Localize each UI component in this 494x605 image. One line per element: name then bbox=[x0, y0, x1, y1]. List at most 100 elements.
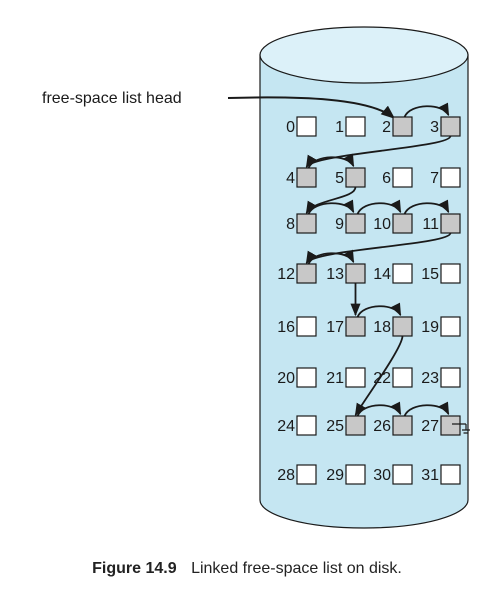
block-number: 13 bbox=[326, 266, 344, 283]
allocated-block bbox=[345, 116, 366, 137]
block-number: 4 bbox=[286, 170, 295, 187]
allocated-block bbox=[296, 316, 317, 337]
block-0: 0 bbox=[286, 116, 317, 137]
allocated-block bbox=[345, 464, 366, 485]
allocated-block bbox=[392, 167, 413, 188]
block-31: 31 bbox=[421, 464, 461, 485]
link-arrow-25-to-26 bbox=[356, 401, 402, 417]
free-block bbox=[296, 213, 317, 234]
allocated-block bbox=[345, 367, 366, 388]
cylinder-top bbox=[259, 26, 469, 84]
block-7: 7 bbox=[430, 167, 461, 188]
block-14: 14 bbox=[373, 263, 413, 284]
block-number: 24 bbox=[277, 418, 295, 435]
list-head-pointer: free-space list head bbox=[42, 90, 396, 119]
block-number: 31 bbox=[421, 467, 439, 484]
block-number: 8 bbox=[286, 216, 295, 233]
free-block bbox=[392, 116, 413, 137]
block-18: 18 bbox=[373, 316, 413, 337]
block-20: 20 bbox=[277, 367, 317, 388]
allocated-block bbox=[392, 367, 413, 388]
allocated-block bbox=[440, 464, 461, 485]
free-block bbox=[440, 415, 461, 436]
block-9: 9 bbox=[335, 213, 366, 234]
block-2: 2 bbox=[382, 116, 413, 137]
block-number: 25 bbox=[326, 418, 344, 435]
block-11: 11 bbox=[422, 213, 461, 234]
block-number: 26 bbox=[373, 418, 391, 435]
list-head-label: free-space list head bbox=[42, 90, 182, 107]
block-number: 9 bbox=[335, 216, 344, 233]
block-4: 4 bbox=[286, 167, 317, 188]
block-23: 23 bbox=[421, 367, 461, 388]
block-number: 18 bbox=[373, 319, 391, 336]
block-16: 16 bbox=[277, 316, 317, 337]
block-21: 21 bbox=[326, 367, 366, 388]
allocated-block bbox=[296, 464, 317, 485]
free-list-links bbox=[305, 102, 452, 417]
block-12: 12 bbox=[277, 263, 317, 284]
figure-caption: Figure 14.9 Linked free-space list on di… bbox=[0, 560, 494, 578]
block-25: 25 bbox=[326, 415, 366, 436]
link-arrow-26-to-27 bbox=[403, 401, 450, 417]
allocated-block bbox=[392, 464, 413, 485]
block-number: 21 bbox=[326, 370, 344, 387]
block-10: 10 bbox=[373, 213, 413, 234]
allocated-block bbox=[296, 367, 317, 388]
block-number: 29 bbox=[326, 467, 344, 484]
free-block bbox=[345, 167, 366, 188]
block-27: 27 bbox=[421, 415, 461, 436]
link-arrow-18-to-25 bbox=[354, 335, 404, 417]
block-number: 15 bbox=[421, 266, 439, 283]
block-number: 2 bbox=[382, 119, 391, 136]
list-head-arrow bbox=[227, 96, 396, 119]
link-arrow-12-to-13 bbox=[307, 249, 355, 265]
free-block bbox=[392, 415, 413, 436]
block-22: 22 bbox=[373, 367, 413, 388]
free-block bbox=[392, 213, 413, 234]
link-arrow-10-to-11 bbox=[403, 199, 450, 215]
free-block bbox=[345, 415, 366, 436]
block-24: 24 bbox=[277, 415, 317, 436]
link-arrow-9-to-10 bbox=[356, 199, 402, 215]
block-number: 23 bbox=[421, 370, 439, 387]
free-block bbox=[345, 263, 366, 284]
allocated-block bbox=[440, 263, 461, 284]
block-28: 28 bbox=[277, 464, 317, 485]
free-block bbox=[345, 316, 366, 337]
link-arrow-17-to-18 bbox=[356, 302, 402, 318]
block-number: 12 bbox=[277, 266, 295, 283]
block-number: 28 bbox=[277, 467, 295, 484]
block-19: 19 bbox=[421, 316, 461, 337]
free-block bbox=[296, 263, 317, 284]
block-number: 19 bbox=[421, 319, 439, 336]
block-number: 16 bbox=[277, 319, 295, 336]
block-15: 15 bbox=[421, 263, 461, 284]
block-number: 6 bbox=[382, 170, 391, 187]
block-number: 0 bbox=[286, 119, 295, 136]
allocated-block bbox=[440, 167, 461, 188]
block-number: 27 bbox=[421, 418, 439, 435]
figure-number: Figure 14.9 bbox=[92, 560, 177, 577]
free-block bbox=[440, 116, 461, 137]
link-arrow-4-to-5 bbox=[307, 153, 355, 169]
allocated-block bbox=[296, 116, 317, 137]
free-block bbox=[345, 213, 366, 234]
block-number: 1 bbox=[335, 119, 344, 136]
list-terminator bbox=[452, 423, 470, 434]
block-13: 13 bbox=[326, 263, 366, 284]
block-3: 3 bbox=[430, 116, 461, 137]
block-30: 30 bbox=[373, 464, 413, 485]
free-block bbox=[440, 213, 461, 234]
block-1: 1 bbox=[335, 116, 366, 137]
null-terminator-icon bbox=[452, 423, 470, 434]
block-number: 5 bbox=[335, 170, 344, 187]
allocated-block bbox=[440, 316, 461, 337]
block-number: 10 bbox=[373, 216, 391, 233]
block-number: 7 bbox=[430, 170, 439, 187]
block-number: 11 bbox=[422, 216, 439, 233]
free-block bbox=[392, 316, 413, 337]
allocated-block bbox=[296, 415, 317, 436]
